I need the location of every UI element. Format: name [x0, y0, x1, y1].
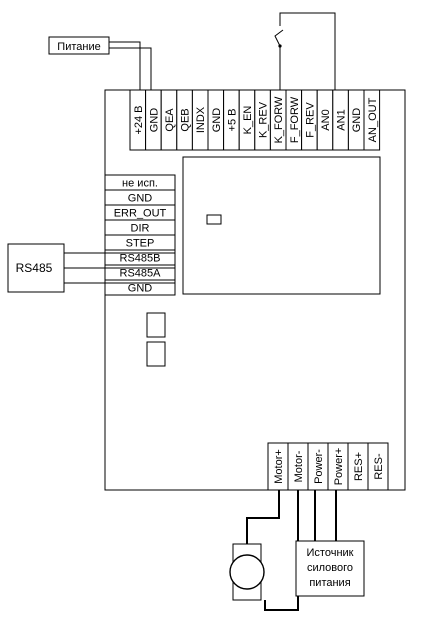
left-terminal-strip: не исп. GND ERR_OUT DIR STEP RS485B RS485A GND: [104, 174, 176, 296]
motor-wire-plus: [246, 490, 280, 544]
top-terminal-label: INDX: [195, 106, 207, 133]
bottom-terminal-label: Motor+: [273, 449, 285, 484]
rs485-label: RS485: [16, 261, 53, 275]
top-terminal-label: K_FORW: [273, 96, 285, 143]
power-source-box: [295, 540, 365, 597]
top-terminal-label: K_EN: [242, 106, 254, 135]
left-terminal-label: не исп.: [122, 178, 158, 190]
left-terminal-label: RS485A: [120, 268, 162, 280]
switch-block-upper: [146, 312, 166, 338]
top-terminal-label: AN1: [336, 109, 348, 130]
left-terminal-label: DIR: [131, 223, 150, 235]
motor-icon: [229, 554, 265, 590]
rs485-box: [7, 243, 65, 293]
switch-block-lower: [146, 341, 166, 367]
top-terminal-label: GND: [148, 108, 160, 133]
left-terminal-label: RS485B: [120, 253, 161, 265]
top-terminal-label: QEA: [164, 108, 176, 132]
top-terminal-label: AN_OUT: [367, 97, 379, 142]
external-switch: [274, 12, 336, 90]
power-source-line-2: силового: [307, 562, 353, 574]
motor-wire-minus: [264, 490, 299, 611]
bottom-terminal-label: Power-: [313, 449, 325, 484]
bottom-terminal-label: Motor-: [293, 450, 305, 482]
power-source-line-1: Источник: [307, 547, 354, 559]
inner-module: [182, 156, 381, 295]
top-terminal-label: GND: [211, 108, 223, 133]
power-wire-gnd: [109, 47, 152, 90]
bottom-terminal-slot: [367, 442, 389, 491]
left-terminal-label: STEP: [126, 238, 155, 250]
top-terminal-label: F_FORW: [289, 96, 301, 143]
bottom-terminal-label: Power+: [333, 448, 345, 486]
power-source-line-3: питания: [309, 577, 350, 589]
power-label-box: [48, 36, 110, 55]
left-terminal-slot: [104, 279, 176, 296]
left-terminal-label: GND: [128, 193, 153, 205]
top-terminal-label: QEB: [180, 108, 192, 131]
power-label: Питание: [57, 41, 100, 53]
left-terminal-label: ERR_OUT: [114, 208, 167, 220]
power-wire-plus: [109, 41, 141, 90]
top-terminal-label: +5 В: [226, 109, 238, 132]
top-terminal-label: F_REV: [304, 102, 316, 138]
top-terminal-label: AN0: [320, 109, 332, 130]
bottom-terminal-strip: Motor+ Motor- Power- Power+ RES+ RES-: [267, 442, 389, 491]
left-terminal-label: GND: [128, 283, 153, 295]
bottom-terminal-label: RES+: [353, 452, 365, 481]
top-terminal-label: +24 В: [133, 105, 145, 134]
top-terminal-label: GND: [351, 108, 363, 133]
top-terminal-label: K_REV: [258, 101, 270, 138]
bottom-terminal-label: RES-: [373, 453, 385, 480]
top-terminal-slot: [363, 89, 381, 151]
module-indicator: [206, 214, 222, 225]
